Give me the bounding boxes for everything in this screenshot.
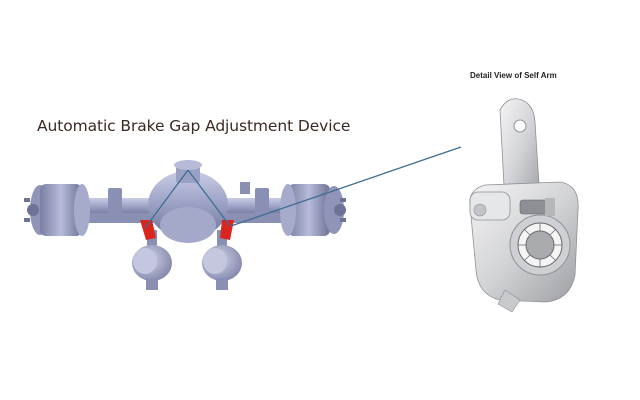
slack-adjuster-illustration xyxy=(469,98,579,313)
diagram-title: Automatic Brake Gap Adjustment Device xyxy=(37,117,351,135)
left-brake-chamber xyxy=(132,230,172,290)
callout-lines xyxy=(144,146,462,229)
detail-view-label: Detail View of Self Arm xyxy=(470,71,557,80)
right-slack-adjuster-highlight xyxy=(220,220,234,240)
left-brake-drum xyxy=(40,184,82,236)
rear-axle-illustration xyxy=(24,160,346,290)
right-brake-chamber xyxy=(202,230,242,290)
right-brake-drum xyxy=(288,184,330,236)
left-slack-adjuster-highlight xyxy=(140,220,156,240)
